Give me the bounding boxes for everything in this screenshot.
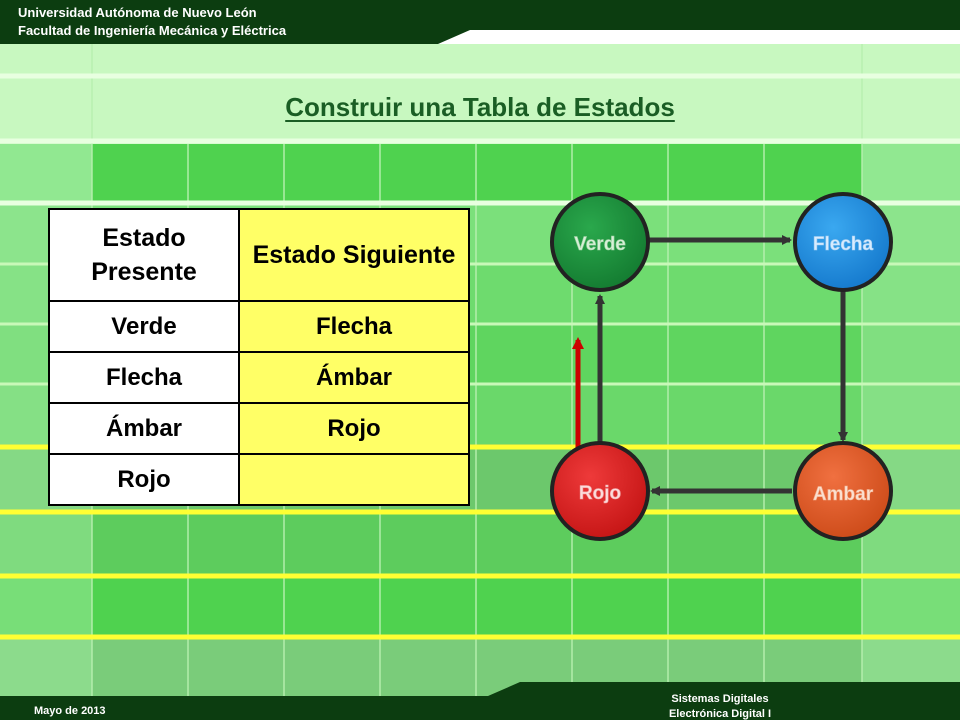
cell-next-state: Flecha — [238, 300, 470, 353]
cell-present-state: Flecha — [48, 351, 240, 404]
table-row: Verde Flecha — [48, 300, 470, 353]
state-table: Estado Presente Estado Siguiente Verde F… — [48, 208, 470, 506]
cell-next-state: Ámbar — [238, 351, 470, 404]
slide-title: Construir una Tabla de Estados — [285, 92, 675, 122]
table-row: Flecha Ámbar — [48, 351, 470, 404]
cell-present-state: Ámbar — [48, 402, 240, 455]
university-name: Universidad Autónoma de Nuevo León — [18, 5, 257, 20]
footer-course-line1: Sistemas Digitales — [671, 693, 769, 705]
state-verde-label: Verde — [574, 234, 626, 255]
slide-title-container: Construir una Tabla de Estados — [0, 92, 960, 123]
state-verde: Verde — [550, 192, 650, 292]
state-flecha-label: Flecha — [813, 234, 874, 255]
faculty-name: Facultad de Ingeniería Mecánica y Eléctr… — [18, 23, 287, 38]
state-rojo-label: Rojo — [579, 483, 621, 504]
table-header-row: Estado Presente Estado Siguiente — [48, 208, 470, 302]
header-band — [0, 0, 960, 44]
state-ambar: Ambar — [793, 441, 893, 541]
state-ambar-label: Ambar — [813, 484, 874, 505]
table-row: Rojo — [48, 453, 470, 506]
footer-date: Mayo de 2013 — [34, 705, 106, 717]
state-flecha: Flecha — [793, 192, 893, 292]
table-row: Ámbar Rojo — [48, 402, 470, 455]
cell-present-state: Verde — [48, 300, 240, 353]
footer-course-line2: Electrónica Digital I — [668, 708, 772, 720]
cell-next-state — [238, 453, 470, 506]
cell-present-state: Rojo — [48, 453, 240, 506]
footer-course: Sistemas Digitales Electrónica Digital I — [560, 692, 880, 722]
state-rojo: Rojo — [550, 441, 650, 541]
header-present-state: Estado Presente — [48, 208, 240, 302]
cell-next-state: Rojo — [238, 402, 470, 455]
header-next-state: Estado Siguiente — [238, 208, 470, 302]
